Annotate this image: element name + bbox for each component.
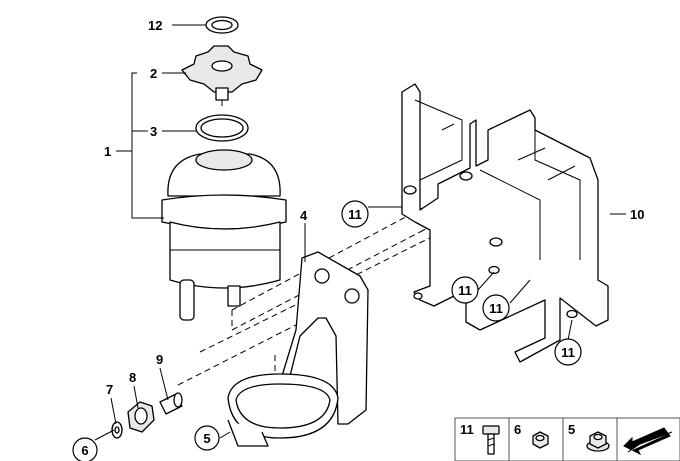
callout-10-label: 10 [630,207,644,222]
callout-5-label: 5 [203,431,210,446]
support-bracket-10 [401,83,609,363]
expansion-reservoir-1 [161,149,287,321]
hex-bolt-icon [482,425,500,455]
navigation-arrow-icon [623,427,673,456]
hex-nut-icon [532,431,549,449]
callout-2-label: 2 [150,66,157,81]
legend-label-11: 11 [460,422,474,437]
callout-11-label: 11 [458,283,472,298]
legend-label-5: 5 [568,422,575,437]
callout-11-label: 11 [561,345,575,360]
reservoir-bracket-4 [227,251,369,447]
sealing-ring-12 [205,16,239,34]
rubber-mount-8 [127,401,155,433]
callout-11-label: 11 [348,207,362,222]
callout-1-label: 1 [104,144,111,159]
o-ring-3 [195,114,249,142]
callout-leaders [94,24,626,441]
callout-6-circle: 6 [72,437,98,461]
callout-12-label: 12 [148,18,162,33]
callout-4-label: 4 [300,208,308,223]
callout-6-label: 6 [81,443,88,458]
callout-9-label: 9 [156,352,163,367]
callout-11-circle-a: 11 [341,200,369,228]
callout-11-circle-d: 11 [554,338,582,366]
legend-label-6: 6 [514,422,521,437]
callout-5-circle: 5 [194,425,220,451]
callout-11-circle-b: 11 [451,276,479,304]
reservoir-cap-2 [181,45,263,106]
callout-8-label: 8 [129,370,136,385]
callout-11-label: 11 [489,301,503,316]
hardware-legend: 11 6 5 [454,417,680,461]
spacer-sleeve-9 [159,392,183,415]
callout-7-label: 7 [106,382,113,397]
callout-11-circle-c: 11 [482,294,510,322]
washer-7 [111,421,123,439]
flange-nut-icon [586,431,610,452]
callout-3-label: 3 [150,124,157,139]
